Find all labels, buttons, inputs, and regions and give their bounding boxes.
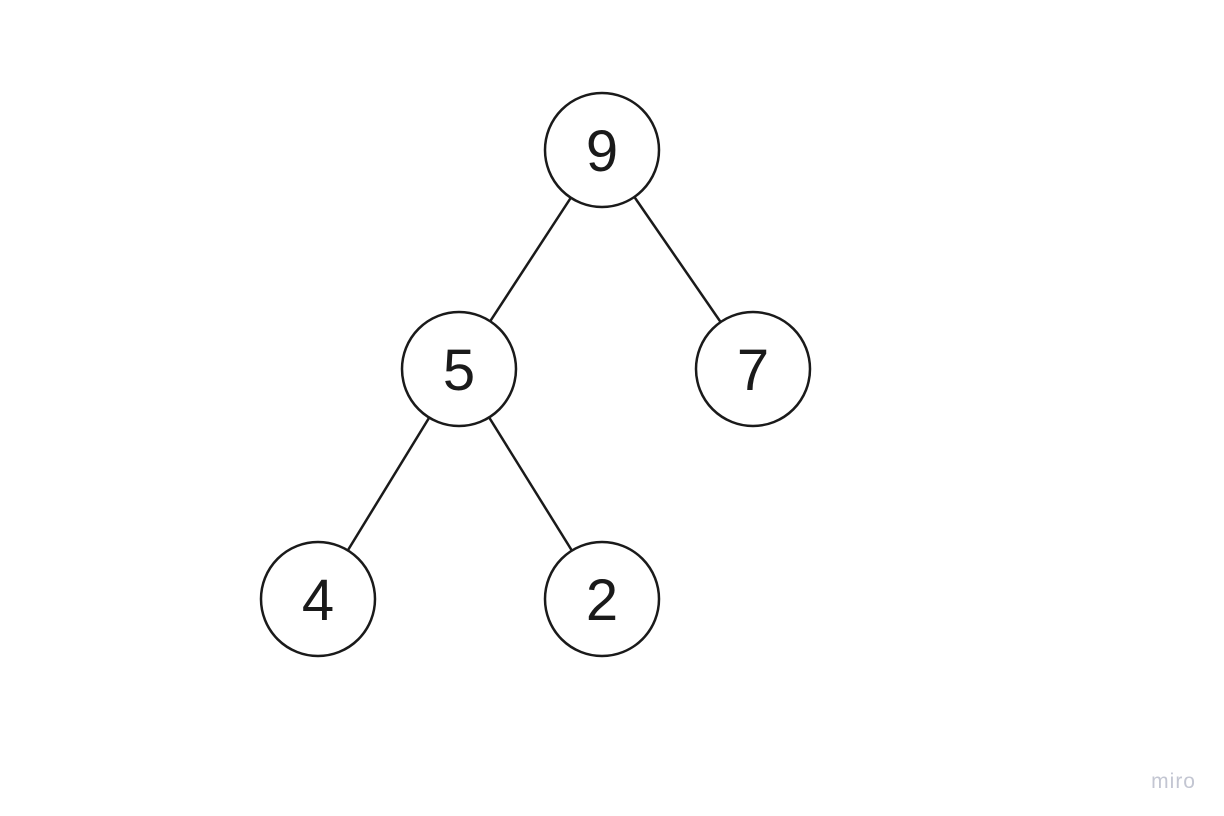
- tree-node-5[interactable]: 5: [400, 310, 518, 428]
- tree-node-9[interactable]: 9: [543, 91, 661, 209]
- tree-edges-layer: [316, 149, 755, 600]
- node-circle[interactable]: [400, 310, 518, 428]
- node-label: 2: [586, 568, 618, 633]
- miro-watermark: miro: [1151, 770, 1196, 793]
- node-label: 4: [302, 568, 334, 633]
- node-label: 9: [586, 119, 618, 184]
- node-circle[interactable]: [543, 91, 661, 209]
- node-circle[interactable]: [694, 310, 812, 428]
- tree-node-4[interactable]: 4: [259, 540, 377, 658]
- node-circle[interactable]: [543, 540, 661, 658]
- node-label: 5: [443, 338, 475, 403]
- tree-nodes-layer: 9 5 7 4 2: [259, 91, 812, 658]
- node-label: 7: [737, 338, 769, 403]
- tree-node-2[interactable]: 2: [543, 540, 661, 658]
- node-circle[interactable]: [259, 540, 377, 658]
- tree-node-7[interactable]: 7: [694, 310, 812, 428]
